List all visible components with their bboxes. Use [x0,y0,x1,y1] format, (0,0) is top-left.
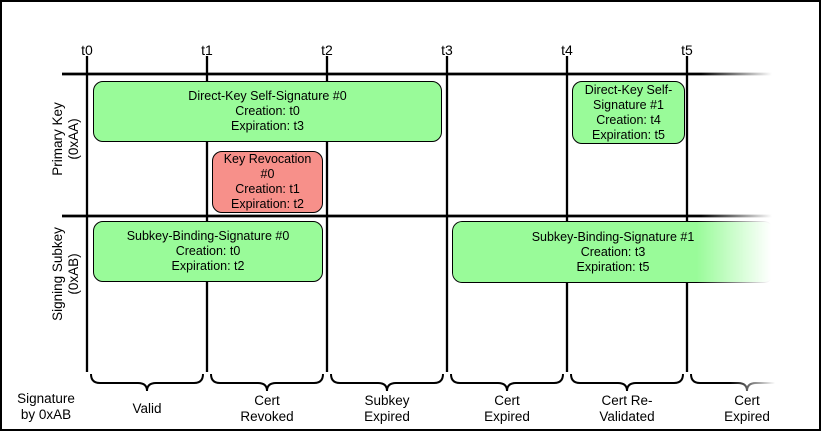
phase-line1: Subkey [364,393,410,408]
brace-cert-revalidated [570,373,684,392]
box-creation: Creation: t3 [580,244,646,259]
signing-subkey-row-label-line2: (0xAB) [66,253,81,295]
box-creation: Creation: t0 [235,104,300,118]
phase-line2: Expired [484,409,530,424]
box-title: Subkey-Binding-Signature #0 [126,229,290,243]
brace-cert-expired-1 [450,373,564,392]
box-title: Subkey-Binding-Signature #1 [531,229,695,244]
brace-cert-revoked [210,373,324,392]
phase-line1: Cert [494,393,520,408]
box-title: Direct-Key Self-Signature #0 [188,89,347,103]
phase-line1: Cert [254,393,280,408]
phase-label-cert-expired-1: Cert Expired [452,393,562,425]
direct-key-self-signature-0-box: Direct-Key Self-Signature #0 Creation: t… [93,81,442,142]
phase-line1: Cert Re- [601,393,653,408]
brace-subkey-expired [330,373,444,392]
phase-line2: Expired [364,409,410,424]
subkey-binding-signature-0-box: Subkey-Binding-Signature #0 Creation: t0… [93,221,323,282]
box-expiration: Expiration: t5 [592,127,665,142]
direct-key-self-signature-1-box: Direct-Key Self-Signature #1 Creation: t… [572,81,685,144]
phase-line2: Validated [599,409,655,424]
box-title: Key Revocation #0 [223,152,312,181]
box-expiration: Expiration: t3 [231,119,304,133]
box-expiration: Expiration: t2 [171,259,245,273]
phase-label-subkey-expired: Subkey Expired [332,393,442,425]
signing-subkey-row-label: Signing Subkey (0xAB) [49,209,83,339]
box-expiration: Expiration: t5 [576,259,650,274]
brace-cert-expired-2 [690,373,804,392]
signature-by-axis-label-line1: Signature [17,391,75,406]
box-creation: Creation: t4 [596,112,661,127]
phase-line1: Valid [132,401,162,416]
phase-label-valid: Valid [92,393,202,425]
phase-line2: Revoked [240,409,294,424]
key-revocation-0-box: Key Revocation #0 Creation: t1 Expiratio… [212,151,323,213]
tick-label-t1: t1 [201,42,213,58]
signing-subkey-row-label-line1: Signing Subkey [49,227,65,321]
phase-line1: Cert [734,393,760,408]
box-title: Direct-Key Self-Signature #1 [584,82,673,112]
phase-label-cert-revoked: Cert Revoked [212,393,322,425]
tick-label-t3: t3 [441,42,453,58]
primary-key-row-label-line2: (0xAA) [66,118,81,160]
box-creation: Creation: t1 [235,182,300,196]
phase-line2: Expired [724,409,770,424]
signature-by-axis-label-line2: by 0xAB [20,407,72,422]
box-expiration: Expiration: t2 [231,197,304,211]
phase-label-cert-expired-2: Cert Expired [692,393,802,425]
primary-key-row-label-line1: Primary Key [49,102,65,176]
brace-valid [90,373,204,392]
tick-label-t2: t2 [321,42,333,58]
tick-label-t4: t4 [561,42,573,58]
subkey-binding-signature-1-box: Subkey-Binding-Signature #1 Creation: t3… [452,221,774,283]
tick-label-t0: t0 [81,42,93,58]
box-creation: Creation: t0 [175,244,241,258]
phase-label-cert-revalidated: Cert Re- Validated [572,393,682,425]
signature-by-axis-label: Signature by 0xAB [10,391,82,423]
primary-key-row-label: Primary Key (0xAA) [49,79,83,199]
tick-label-t5: t5 [681,42,693,58]
